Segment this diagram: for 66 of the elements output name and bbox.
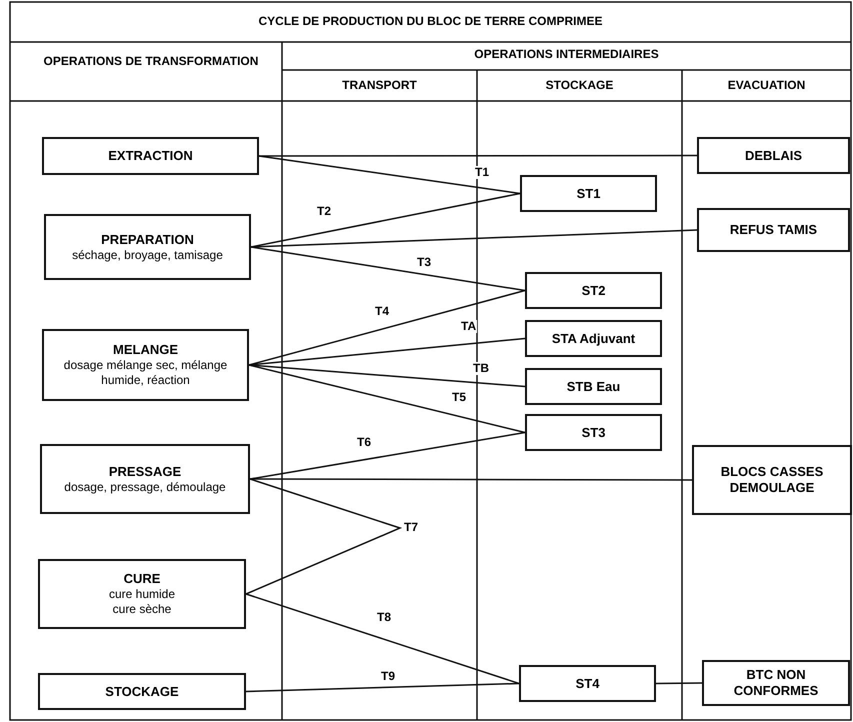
box-title: STB Eau <box>566 378 620 394</box>
evacuation-box <box>692 445 852 515</box>
box-title: STOCKAGE <box>105 684 179 700</box>
storage-box <box>525 272 662 309</box>
box-title: ST1 <box>576 186 600 202</box>
box-title: REFUS TAMIS <box>730 222 818 238</box>
table-title: CYCLE DE PRODUCTION DU BLOC DE TERRE COMPRIMEE <box>257 14 604 29</box>
column-header: STOCKAGE <box>544 78 614 93</box>
storage-box <box>525 368 662 405</box>
edge-label: T9 <box>380 670 396 683</box>
edge-label: TB <box>472 362 490 375</box>
box-title: ST2 <box>582 282 606 298</box>
box-title: EXTRACTION <box>108 148 193 164</box>
box-description: cure humide cure sèche <box>108 587 176 617</box>
connector-line <box>248 364 526 434</box>
box-title: STA Adjuvant <box>552 330 636 346</box>
column-header: EVACUATION <box>726 78 806 93</box>
connector-line <box>250 229 698 248</box>
edge-label: T1 <box>474 166 490 179</box>
connector-line <box>250 192 520 248</box>
box-description: séchage, broyage, tamisage <box>72 248 223 262</box>
connector-line <box>246 593 520 684</box>
connector-line <box>656 682 702 684</box>
operation-box <box>44 214 251 280</box>
evacuation-box <box>697 137 850 174</box>
operation-box <box>42 137 259 175</box>
box-title: BTC NON CONFORMES <box>732 667 820 699</box>
box-title: ST3 <box>582 424 606 440</box>
box-description: dosage mélange sec, mélange humide, réaction <box>62 358 228 388</box>
connector-line <box>259 154 697 157</box>
operation-box <box>40 444 250 514</box>
evacuation-box <box>702 660 850 706</box>
column-header: OPERATIONS DE TRANSFORMATION <box>42 54 260 69</box>
box-title: PREPARATION <box>101 232 194 248</box>
connector-line <box>250 478 692 481</box>
storage-box <box>519 665 656 702</box>
edge-label: T7 <box>403 521 420 534</box>
edge-label: T4 <box>374 305 390 318</box>
connector-line <box>250 432 526 480</box>
storage-box <box>525 414 662 451</box>
column-header: TRANSPORT <box>341 78 418 93</box>
connector-line <box>250 246 526 292</box>
box-title: CURE <box>124 571 160 587</box>
edge-label: T2 <box>316 205 332 218</box>
box-description: dosage, pressage, démoulage <box>64 480 226 494</box>
evacuation-box <box>697 208 850 252</box>
box-title: MELANGE <box>113 342 178 358</box>
operation-box <box>38 559 246 629</box>
connector-line <box>246 478 402 595</box>
operation-box <box>38 673 246 710</box>
box-title: DEBLAIS <box>744 148 802 164</box>
operation-box <box>42 329 249 401</box>
storage-box <box>525 320 662 357</box>
box-title: ST4 <box>576 676 600 692</box>
connector-line <box>258 155 520 194</box>
box-title: BLOCS CASSES DEMOULAGE <box>720 464 824 496</box>
edge-label: T6 <box>356 436 372 449</box>
edge-label: T5 <box>451 391 468 404</box>
box-title: PRESSAGE <box>108 464 182 480</box>
connector-line <box>246 682 520 692</box>
connector-line <box>248 290 526 366</box>
edge-label: T3 <box>416 256 432 269</box>
edge-label: TA <box>460 320 478 333</box>
storage-box <box>520 175 657 212</box>
column-header: OPERATIONS INTERMEDIAIRES <box>473 47 660 62</box>
edge-label: T8 <box>376 611 392 624</box>
